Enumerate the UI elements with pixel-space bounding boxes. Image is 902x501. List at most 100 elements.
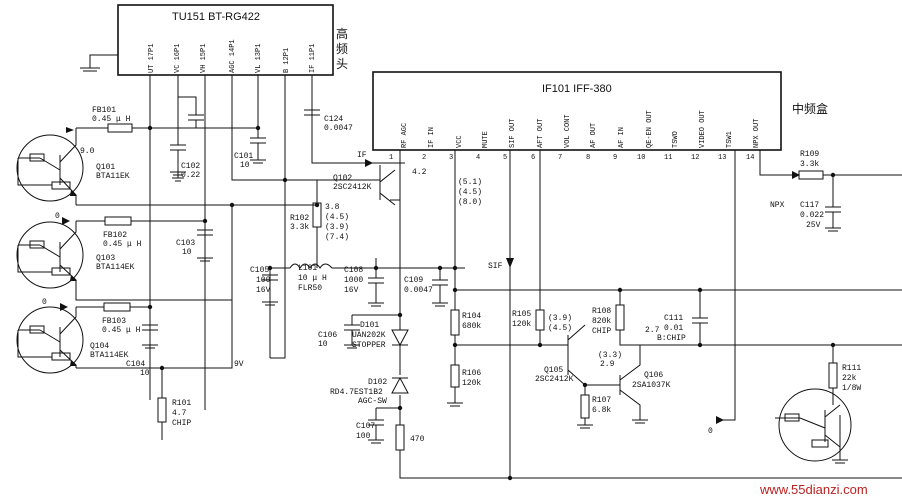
zero-label-1: 0	[55, 212, 60, 221]
tuner-pin-vl: VL 13P1	[255, 44, 263, 73]
c111-value: 0.01	[664, 324, 683, 333]
c108-voltage: 16V	[344, 286, 359, 295]
if-pin-number-14: 14	[746, 154, 754, 162]
if-pin-number-2: 2	[422, 154, 426, 162]
c107-name: C107	[356, 422, 375, 431]
if-pin-name-12: VIDEO OUT	[699, 110, 707, 148]
if-pin-number-9: 9	[613, 154, 617, 162]
q105-model: 2SC2412K	[535, 375, 574, 384]
if-pin-number-1: 1	[389, 154, 393, 162]
fb101-name: FB101	[92, 106, 116, 115]
if-pin-name-11: TSWO	[672, 131, 680, 148]
components	[16, 75, 852, 462]
tuner-pin-vc: VC 16P1	[174, 44, 182, 73]
tuner-pin-vh: VH 15P1	[200, 44, 208, 73]
v-vcc-2: (4.5)	[458, 188, 482, 197]
if-pin-name-13: TSW1	[726, 131, 734, 148]
c103-name: C103	[176, 239, 195, 248]
r104-name: R104	[462, 312, 481, 321]
r105-value: 120k	[512, 320, 531, 329]
if-module-block: IF101 IFF-380 中频盒 RF AGC IF IN VCC MUTE …	[372, 71, 828, 162]
if-pin-name-8: AF OUT	[590, 123, 598, 148]
c117-value: 0.022	[800, 211, 824, 220]
c106-name: C106	[318, 331, 337, 340]
q104-name: Q104	[90, 342, 109, 351]
tuner-pins: UT 17P1 VC 16P1 VH 15P1 AGC 14P1 VL 13P1…	[148, 39, 317, 73]
q104-model: BTA114EK	[90, 351, 129, 360]
tuner-side-label-1: 高	[336, 26, 348, 41]
c105-voltage: 16V	[256, 286, 271, 295]
fb102-name: FB102	[103, 231, 127, 240]
r111-value: 22k	[842, 374, 857, 383]
d102-model: RD4.7EST1B2	[330, 388, 383, 397]
c104-name: C104	[126, 360, 145, 369]
r470-value: 470	[410, 435, 425, 444]
l101-model: FLR50	[298, 284, 322, 293]
q103-transistor	[16, 221, 84, 290]
fb101-value: 0.45 μ H	[92, 115, 131, 124]
if-pin-name-1: RF AGC	[401, 123, 409, 148]
q102-transistor	[379, 169, 396, 206]
fb103-name: FB103	[102, 317, 126, 326]
c102-value: 0.22	[181, 171, 200, 180]
v-r105-1: (3.9)	[548, 314, 572, 323]
c101-value: 10	[240, 161, 250, 170]
if-pin-name-6: AFT OUT	[537, 119, 545, 148]
r109-resistor	[798, 170, 824, 180]
r108-resistor	[615, 304, 625, 331]
c108-value: 1000	[344, 276, 363, 285]
c104-capacitor	[142, 324, 158, 331]
if-pin-number-7: 7	[558, 154, 562, 162]
if-pin-number-11: 11	[664, 154, 672, 162]
v-vcc-1: (5.1)	[458, 178, 482, 187]
if-module-model: IF101 IFF-380	[542, 83, 612, 95]
v-q102-3: (3.9)	[325, 223, 349, 232]
d101-function: STOPPER	[352, 341, 386, 350]
c107-value: 100	[356, 432, 371, 441]
c109-name: C109	[404, 276, 423, 285]
if-net-label: IF	[357, 151, 367, 160]
if-module-pin-numbers: 1 2 3 4 5 6 7 8 9 10 11 12 13 14	[389, 154, 754, 162]
fb102-value: 0.45 μ H	[103, 240, 142, 249]
tuner-side-label-2: 频	[336, 42, 348, 56]
if-pin-name-3: VCC	[456, 135, 464, 148]
c108-name: C108	[344, 266, 363, 275]
c117-name: C117	[800, 201, 819, 210]
d102-name: D102	[368, 378, 387, 387]
c105-name: C105	[250, 266, 269, 275]
l101-inductor	[289, 263, 333, 269]
v-90: 9.0	[80, 147, 95, 156]
if-module-pin-names: RF AGC IF IN VCC MUTE SIF OUT AFT OUT VO…	[401, 110, 761, 148]
if-pin-name-4: MUTE	[482, 131, 490, 148]
d101-model: UAN202K	[352, 331, 386, 340]
if-pin-name-7: VOL CONT	[564, 114, 572, 148]
npx-net-label: NPX	[770, 201, 785, 210]
c124-capacitor	[304, 75, 320, 116]
c101-name: C101	[234, 152, 253, 161]
if-pin-number-5: 5	[503, 154, 507, 162]
l101-name: L101	[298, 264, 317, 273]
if-pin-name-5: SIF OUT	[509, 119, 517, 148]
d102-function: AGC-SW	[358, 397, 387, 406]
if-module-side-label: 中频盒	[792, 101, 828, 116]
c124-value: 0.0047	[324, 124, 353, 133]
r108-value: 820k	[592, 317, 611, 326]
if-pin-number-10: 10	[637, 154, 645, 162]
if-pin-number-4: 4	[476, 154, 480, 162]
c109-value: 0.0047	[404, 286, 433, 295]
r102-value: 3.3k	[290, 223, 309, 232]
l101-value: 10 μ H	[298, 274, 327, 283]
v-q102-1: 3.8	[325, 203, 340, 212]
tuner-pin-agc: AGC 14P1	[229, 39, 237, 73]
q104-transistor	[16, 306, 84, 374]
tuner-side-label-3: 头	[336, 57, 348, 71]
r109-value: 3.3k	[800, 160, 819, 169]
r101-value: 4.7	[172, 409, 187, 418]
tuner-block: TU151 BT-RG422 高 频 头 UT 17P1 VC 16P1 VH …	[80, 4, 348, 76]
r102-name: R102	[290, 214, 309, 223]
v-vcc-3: (8.0)	[458, 198, 482, 207]
if-pin-name-2: IF IN	[428, 127, 436, 148]
r105-name: R105	[512, 310, 531, 319]
q102-model: 2SC2412K	[333, 183, 372, 192]
